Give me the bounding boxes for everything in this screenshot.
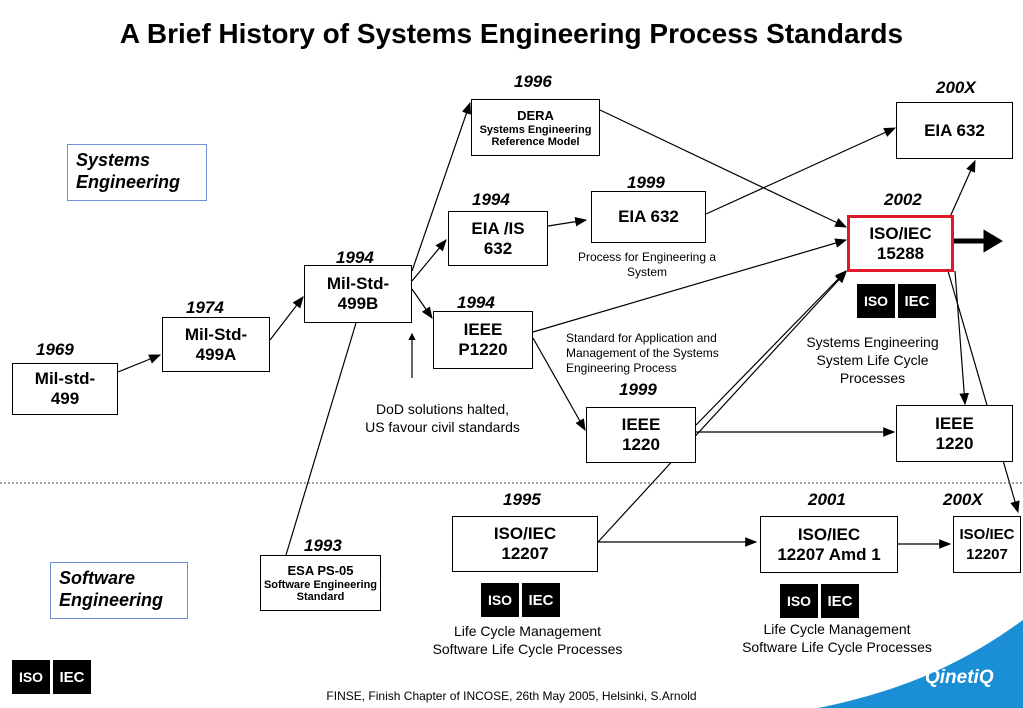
arrow-499b-to-dera	[411, 101, 472, 272]
iec-logo: IEC	[522, 583, 560, 617]
arrow-dera-to-15288	[599, 109, 848, 228]
line-esa-to-499b	[285, 322, 357, 556]
arrow-eiais-to-eia632	[547, 216, 588, 227]
iec-logo: IEC	[821, 584, 859, 618]
year-label: 1994	[336, 248, 374, 267]
systems-engineering-label: Systems Engineering	[67, 144, 207, 201]
year-label: 1999	[627, 173, 665, 192]
continuation-arrow	[953, 229, 1003, 253]
note-standard-for-application: Standard for Application and Management …	[566, 331, 719, 375]
year-label: 1995	[503, 490, 541, 509]
iso-logo: ISO	[481, 583, 519, 617]
brand-swoosh	[818, 620, 1023, 708]
year-label: 1994	[472, 190, 510, 209]
year-label: 200X	[943, 490, 983, 509]
year-label: 1969	[36, 340, 74, 359]
arrow-499b-to-eiais632	[411, 239, 447, 282]
software-engineering-label: Software Engineering	[50, 562, 188, 619]
arrow-eia632-to-eia632x	[705, 127, 897, 215]
year-label: 1996	[514, 72, 552, 91]
year-label: 200X	[936, 78, 976, 97]
iso-iec-logo: ISO IEC	[481, 583, 560, 617]
year-label: 2002	[884, 190, 922, 209]
arrow-p1220-to-1220	[532, 337, 586, 432]
year-label: 1994	[457, 293, 495, 312]
year-label: 1999	[619, 380, 657, 399]
note-se-lifecycle: Systems Engineering System Life Cycle Pr…	[806, 334, 939, 386]
iec-logo: IEC	[898, 284, 936, 318]
page-title: A Brief History of Systems Engineering P…	[119, 18, 904, 49]
arrow-499a-to-499b	[269, 296, 304, 341]
iso-iec-logo: ISO IEC	[780, 584, 859, 618]
iso-iec-logo: ISO IEC	[12, 660, 91, 694]
arrow-499b-to-p1220	[411, 288, 433, 319]
year-label: 2001	[808, 490, 846, 509]
note-lifecycle-mgmt-1: Life Cycle Management Software Life Cycl…	[432, 623, 623, 657]
arrow-12207-to-15288	[597, 271, 847, 543]
arrow-499-to-499a	[117, 354, 162, 373]
year-label: 1993	[304, 536, 342, 555]
arrow-15288-to-12207x	[947, 270, 1020, 514]
iso-logo: ISO	[780, 584, 818, 618]
footer-text: FINSE, Finish Chapter of INCOSE, 26th Ma…	[326, 689, 697, 703]
box-mil-std-499a: Mil-Std-499A	[162, 317, 270, 372]
iec-logo: IEC	[53, 660, 91, 694]
qinetiq-logo: QinetiQ	[925, 667, 994, 688]
year-label: 1974	[186, 298, 224, 317]
arrow-1220-to-15288	[695, 270, 847, 426]
box-eia-632-1999: EIA 632	[591, 191, 706, 243]
arrow-15288-to-1220r	[954, 270, 969, 406]
box-dera: DERA Systems Engineering Reference Model	[471, 99, 600, 156]
note-dod: DoD solutions halted, US favour civil st…	[365, 401, 520, 435]
arrow-15288-to-eia632x	[949, 159, 976, 218]
iso-iec-logo: ISO IEC	[857, 284, 936, 318]
arrow-p1220-to-15288	[532, 238, 848, 333]
iso-logo: ISO	[857, 284, 895, 318]
note-process-for-engineering: Process for Engineering a System	[577, 250, 717, 279]
note-lifecycle-mgmt-2: Life Cycle Management Software Life Cycl…	[742, 621, 932, 655]
box-eia-632-200x: EIA 632	[896, 102, 1013, 159]
box-mil-std-499: Mil-std-499	[12, 363, 118, 415]
box-esa-ps-05: ESA PS-05 Software Engineering Standard	[260, 555, 381, 611]
box-mil-std-499b: Mil-Std-499B	[304, 265, 412, 323]
iso-logo: ISO	[12, 660, 50, 694]
